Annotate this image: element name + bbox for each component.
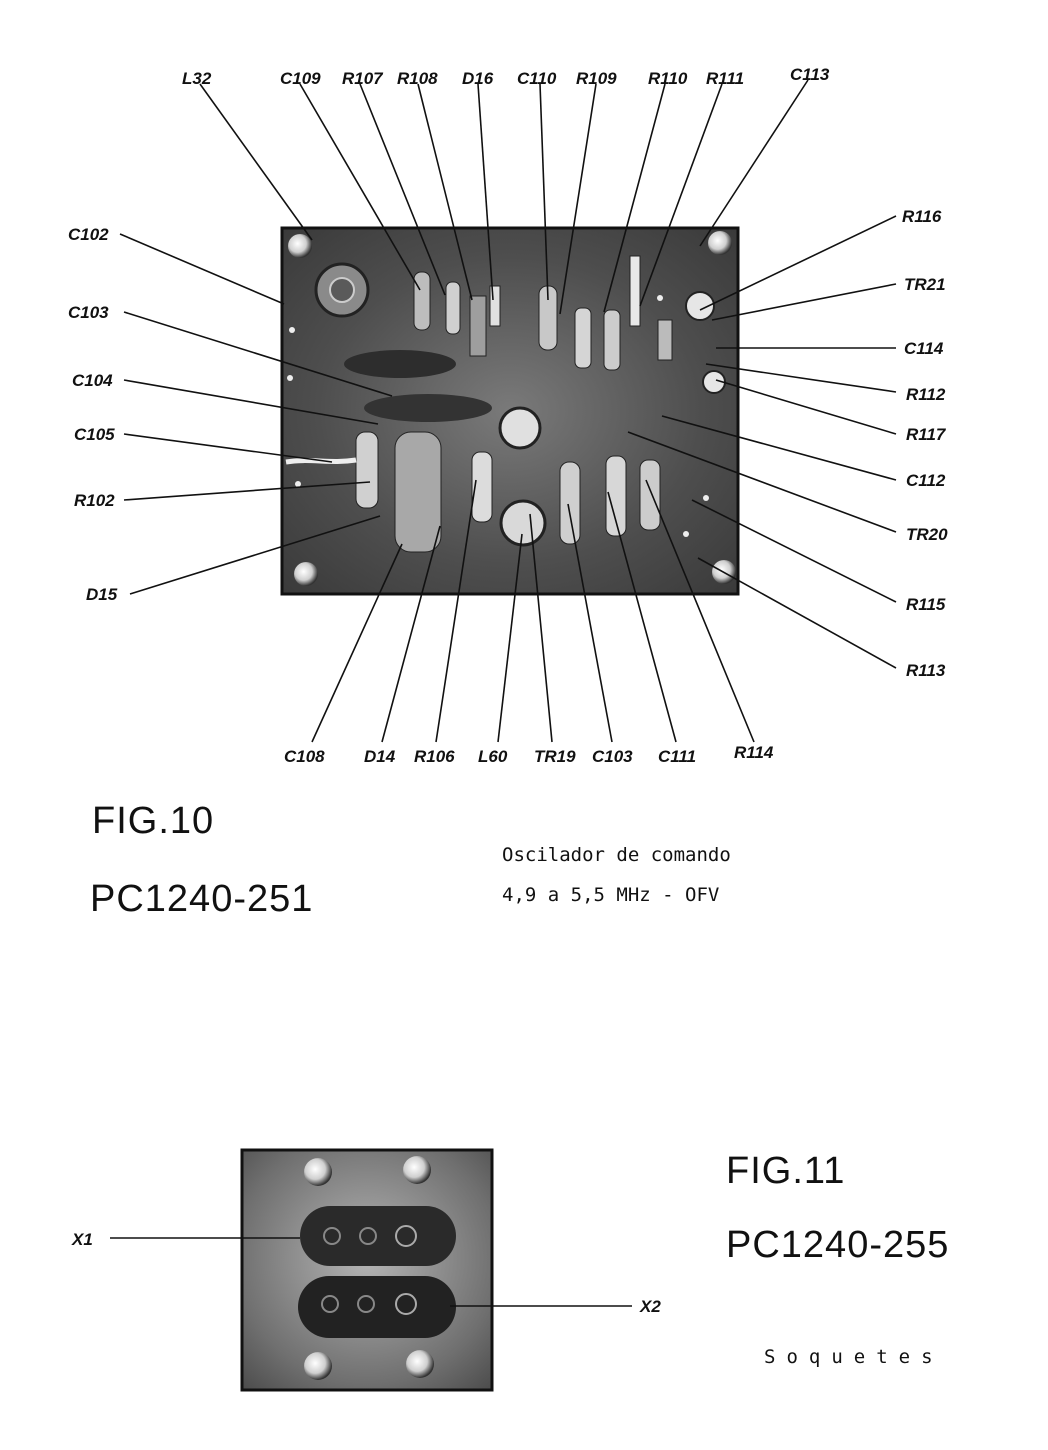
component-label: R112 [906,385,946,404]
component-label: C114 [904,339,944,358]
component-label: L60 [478,747,508,766]
socket-x1 [300,1206,456,1266]
component-label: TR19 [534,747,576,766]
fig11-caption: Soquetes [764,1346,944,1368]
component-label: TR20 [906,525,948,544]
fig11-leader-lines [110,1237,632,1307]
fig10-caption-line2: 4,9 a 5,5 MHz - OFV [502,884,720,906]
fig11-part-number: PC1240-255 [726,1224,950,1266]
component-label: R107 [342,69,384,88]
pcb-photo [280,226,740,596]
component-label: C110 [517,69,557,88]
component-label: R116 [902,207,942,226]
fig10-leader-lines [119,79,897,743]
component-label: C105 [74,425,115,444]
component-label: D15 [86,585,118,604]
label-x2: X2 [639,1297,661,1316]
fig10-labels: L32 C109 R107 R108 D16 C110 R109 R110 R111 C113C1… [68,65,948,766]
component-label: C102 [68,225,109,244]
component-label: R102 [74,491,115,510]
component-label: C111 [658,747,696,766]
component-label: C103 [592,747,633,766]
component-label: R109 [576,69,617,88]
component-label: R114 [734,743,774,762]
component-label: C108 [284,747,325,766]
fig10-part-number: PC1240-251 [90,878,314,920]
component-label: D14 [364,747,396,766]
component-label: TR21 [904,275,946,294]
component-label: R115 [906,595,946,614]
component-label: C113 [790,65,830,84]
component-label: R108 [397,69,438,88]
fig10-title: FIG.10 [92,800,215,842]
component-label: C103 [68,303,109,322]
fig10-caption-line1: Oscilador de comando [502,844,731,866]
component-label: R117 [906,425,947,444]
component-label: R111 [706,69,744,88]
socket-x2 [298,1276,456,1338]
socket-plate-photo [240,1148,494,1392]
component-label: L32 [182,69,212,88]
label-x1: X1 [71,1230,93,1249]
component-label: C104 [72,371,113,390]
component-label: R113 [906,661,946,680]
component-label: R110 [648,69,688,88]
fig11-title: FIG.11 [726,1150,846,1192]
component-label: C112 [906,471,946,490]
component-label: R106 [414,747,455,766]
component-label: C109 [280,69,321,88]
component-label: D16 [462,69,494,88]
